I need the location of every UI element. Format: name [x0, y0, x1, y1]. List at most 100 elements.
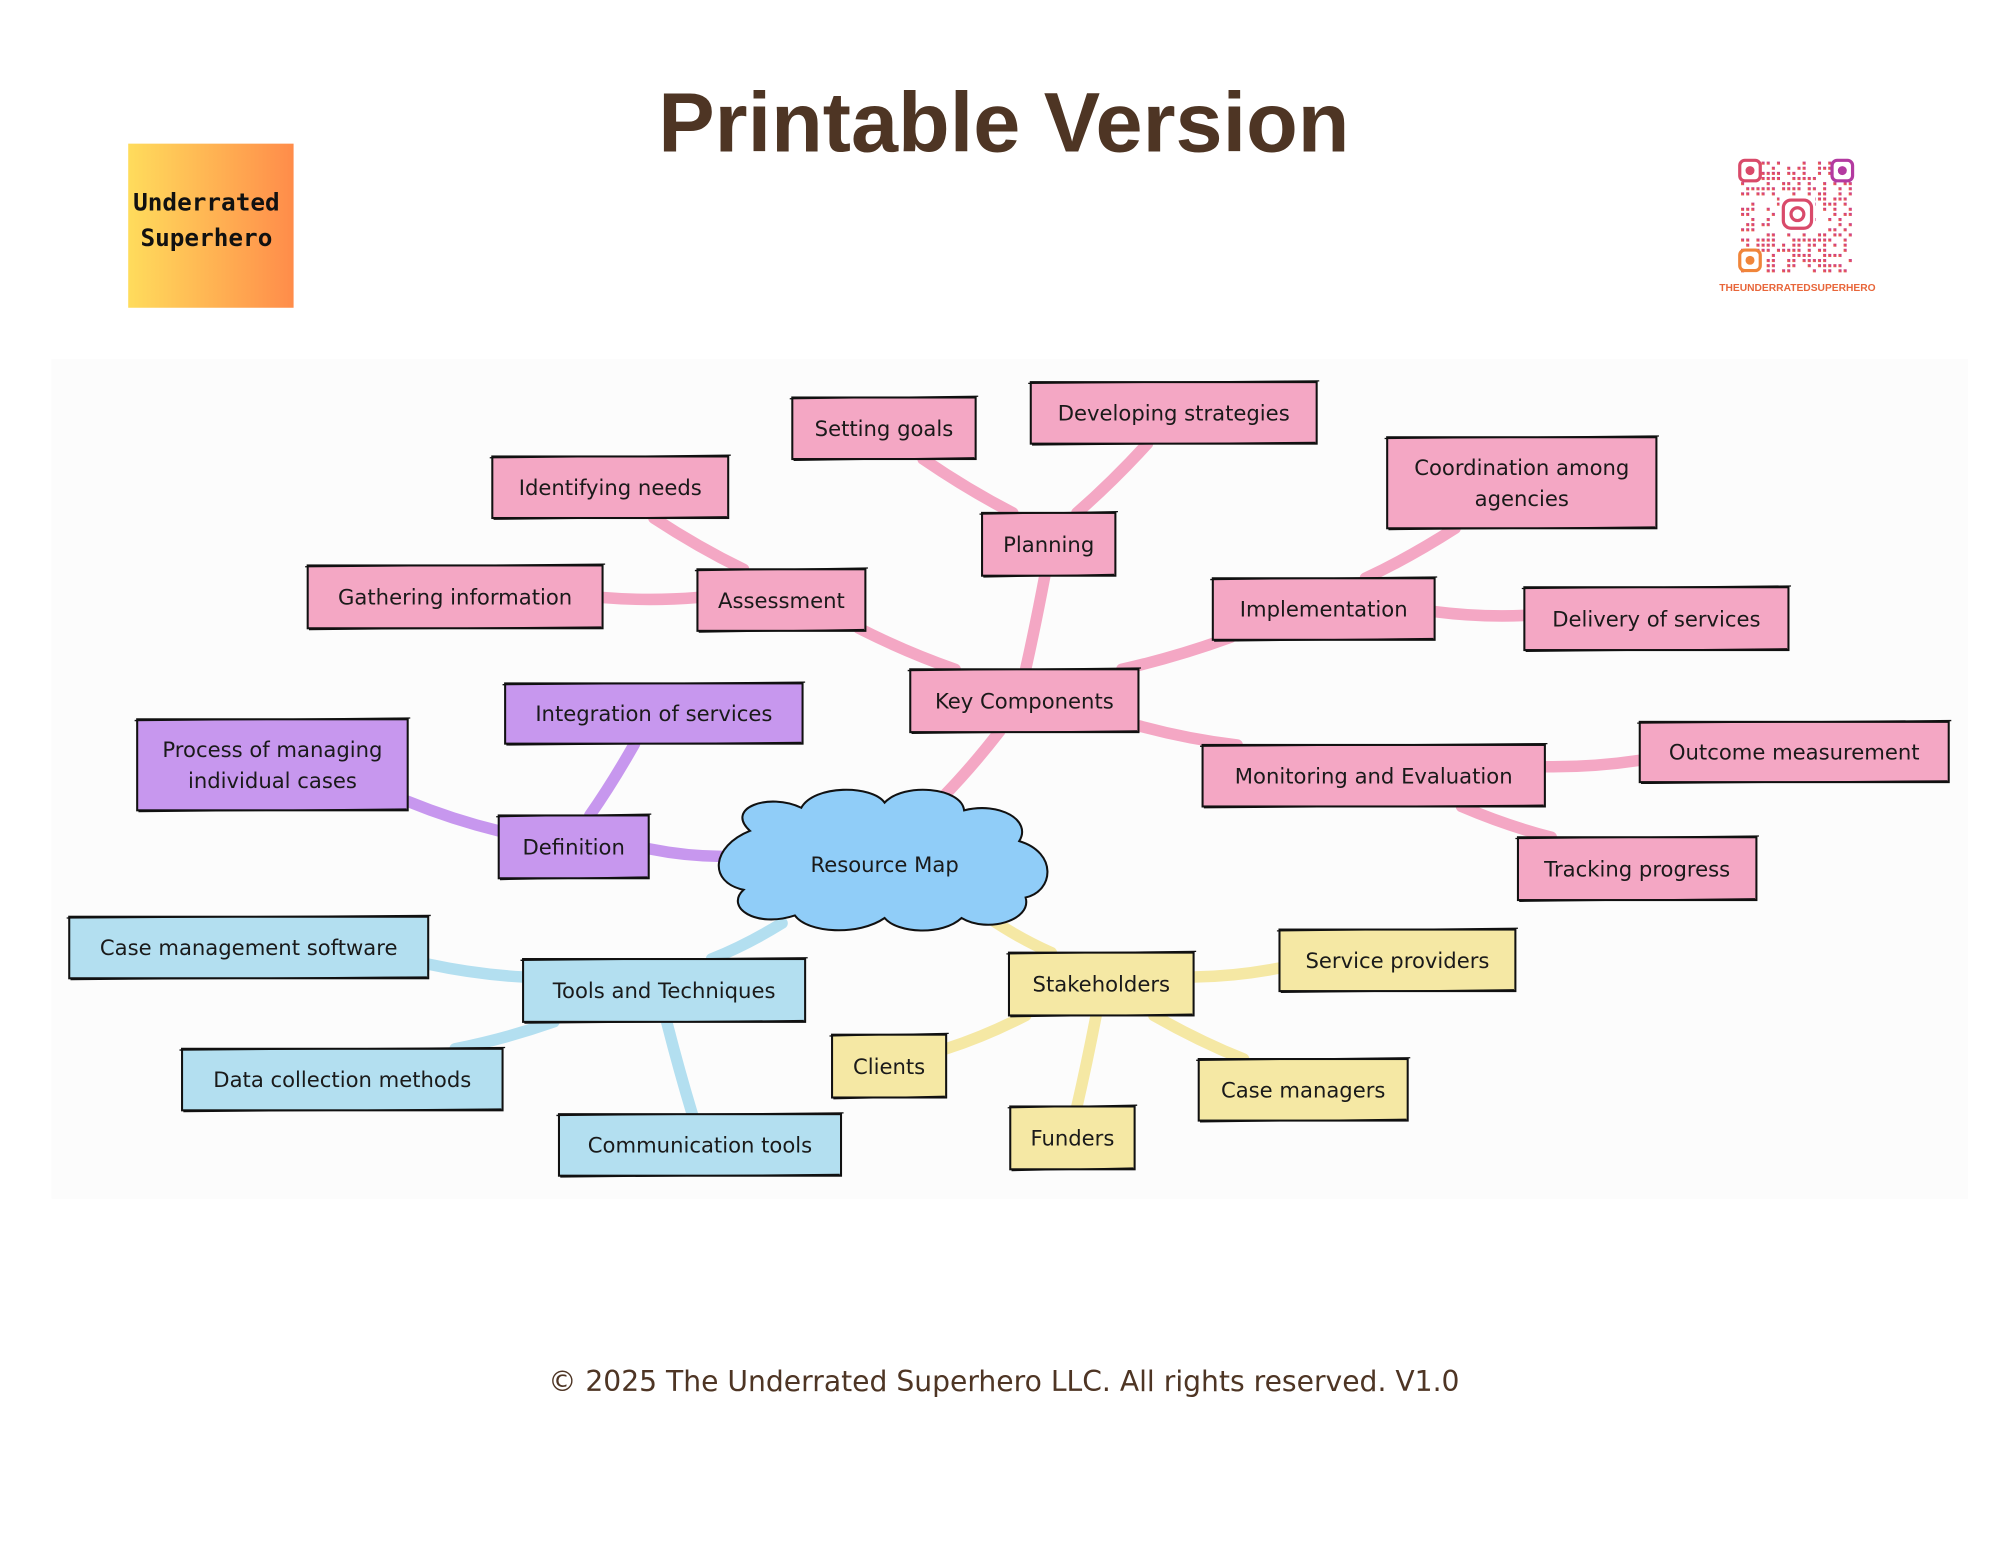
sketch-stroke: [789, 395, 979, 461]
node-monitoring-and-evaluation[interactable]: Monitoring and Evaluation: [1199, 743, 1548, 809]
node-box: [981, 511, 1117, 577]
logo-line-2: Superhero: [140, 223, 272, 252]
node-label: Service providers: [1305, 948, 1489, 973]
connector-line: [449, 1016, 560, 1055]
sketch-stroke: [1276, 927, 1518, 994]
sketch-stroke: [829, 1032, 949, 1100]
instagram-qr-code[interactable]: THEUNDERRATEDSUPERHERO: [1719, 158, 1876, 294]
node-clients[interactable]: Clients: [829, 1032, 949, 1100]
node-label: Identifying needs: [519, 475, 702, 500]
connector-line: [917, 453, 1019, 519]
node-box: [504, 682, 804, 745]
connector-line: [642, 843, 731, 863]
sketch-stroke: [520, 957, 808, 1024]
node-label: Gathering information: [338, 585, 572, 610]
node-label: Assessment: [718, 588, 845, 613]
node-box: [1009, 1105, 1136, 1171]
sketch-stroke: [179, 1046, 506, 1113]
node-box: [497, 814, 650, 880]
sketch-stroke: [556, 1112, 844, 1178]
connector-line: [422, 958, 529, 983]
center-node[interactable]: Resource Map: [717, 788, 1049, 932]
sketch-stroke: [1384, 435, 1659, 531]
node-setting-goals[interactable]: Setting goals: [789, 395, 979, 461]
connector-line: [853, 622, 961, 676]
node-integration-of-services[interactable]: Integration of services: [502, 681, 806, 746]
node-service-providers[interactable]: Service providers: [1276, 927, 1518, 994]
node-identifying-needs[interactable]: Identifying needs: [489, 454, 731, 520]
connector-line: [1148, 1009, 1250, 1065]
node-funders[interactable]: Funders: [1007, 1104, 1138, 1172]
node-implementation[interactable]: Implementation: [1210, 576, 1438, 642]
node-label: Planning: [1003, 532, 1094, 557]
qr-handle: THEUNDERRATEDSUPERHERO: [1719, 283, 1875, 294]
sketch-stroke: [1199, 743, 1548, 809]
connector-line: [596, 591, 704, 606]
logo-line-1: Underrated: [133, 187, 280, 216]
sketch-stroke: [489, 454, 731, 520]
node-assessment[interactable]: Assessment: [694, 567, 868, 633]
sketch-stroke: [134, 717, 411, 813]
node-box: [1278, 928, 1517, 993]
node-label: Tracking progress: [1543, 856, 1730, 881]
node-label: Data collection methods: [213, 1067, 471, 1092]
connector-line: [1428, 605, 1531, 622]
node-box: [1386, 436, 1658, 530]
connector-line: [940, 1009, 1032, 1055]
node-label: Case managers: [1221, 1078, 1386, 1103]
node-label: Developing strategies: [1058, 401, 1290, 426]
connector-line: [1359, 522, 1461, 585]
node-communication-tools[interactable]: Communication tools: [556, 1112, 844, 1178]
node-definition[interactable]: Definition: [496, 813, 652, 881]
node-box: [557, 1113, 843, 1177]
connections: [401, 437, 1646, 1120]
sketch-stroke: [1637, 719, 1952, 785]
node-label: Funders: [1030, 1126, 1114, 1151]
node-box: [1197, 1058, 1409, 1122]
node-tracking-progress[interactable]: Tracking progress: [1515, 835, 1759, 902]
connector-line: [1132, 719, 1243, 751]
node-label: Outcome measurement: [1669, 740, 1920, 765]
node-case-management-software[interactable]: Case management software: [66, 914, 431, 981]
center-label: Resource Map: [810, 852, 958, 877]
logo: Underrated Superhero: [128, 143, 294, 308]
node-gathering-information[interactable]: Gathering information: [305, 563, 606, 631]
sketch-stroke: [1210, 576, 1438, 642]
node-key-components[interactable]: Key Components: [907, 667, 1142, 735]
node-outcome-measurement[interactable]: Outcome measurement: [1637, 719, 1952, 785]
sketch-stroke: [1521, 585, 1792, 652]
node-delivery-of-services[interactable]: Delivery of services: [1521, 585, 1792, 652]
node-label: Key Components: [935, 688, 1114, 713]
sketch-stroke: [1196, 1057, 1411, 1123]
node-case-managers[interactable]: Case managers: [1196, 1057, 1411, 1123]
node-planning[interactable]: Planning: [979, 510, 1118, 578]
node-label: Delivery of services: [1552, 606, 1760, 631]
connector-line: [1539, 754, 1646, 773]
node-label: Communication tools: [588, 1133, 812, 1158]
node-box: [1211, 577, 1436, 641]
connector-line: [1019, 569, 1051, 676]
node-label: Setting goals: [815, 416, 954, 441]
sketch-stroke: [694, 567, 868, 633]
node-box: [136, 718, 409, 812]
node-developing-strategies[interactable]: Developing strategies: [1028, 380, 1320, 446]
node-box: [522, 958, 807, 1023]
connector-line: [660, 1016, 699, 1120]
node-box: [1007, 951, 1195, 1017]
node-tools-and-techniques[interactable]: Tools and Techniques: [520, 957, 808, 1024]
node-label: Stakeholders: [1033, 972, 1171, 997]
node-label: Case management software: [100, 935, 398, 960]
node-box: [1638, 720, 1950, 784]
node-data-collection-methods[interactable]: Data collection methods: [179, 1046, 506, 1113]
connector-line: [1187, 962, 1286, 983]
node-label: Definition: [523, 835, 625, 860]
sketch-stroke: [907, 667, 1142, 735]
node-stakeholders[interactable]: Stakeholders: [1006, 950, 1197, 1018]
sketch-stroke: [66, 914, 431, 981]
node-box: [791, 396, 977, 461]
sketch-stroke: [496, 813, 652, 881]
node-box: [1523, 586, 1790, 652]
